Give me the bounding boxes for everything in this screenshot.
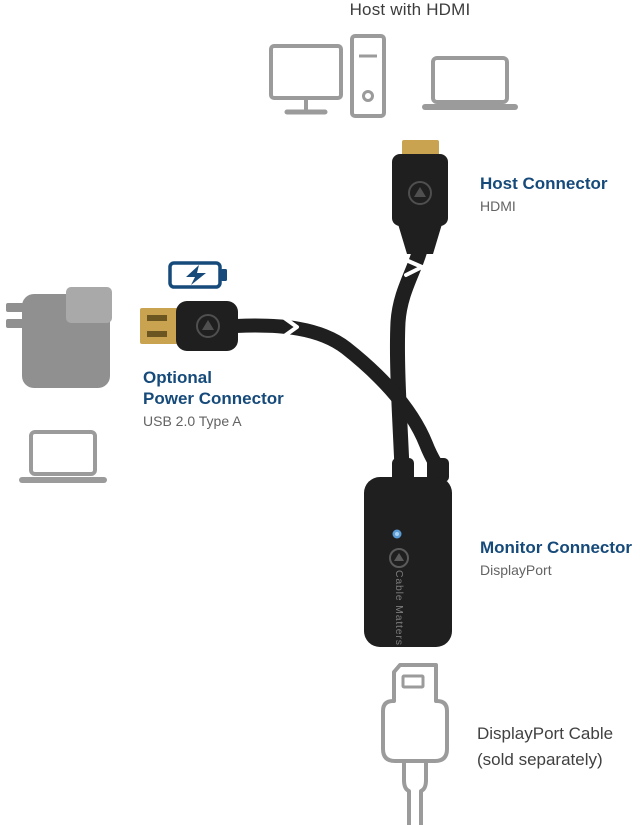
- brand-logo-icon: [196, 314, 220, 338]
- host-connector-label: Host Connector: [480, 174, 608, 193]
- cable-flex-highlight: [404, 258, 424, 277]
- desktop-computer-icon: [269, 44, 343, 115]
- hdmi-cable: [389, 242, 428, 476]
- computer-tower-icon: [350, 34, 386, 118]
- lightning-bolt-icon: [186, 265, 206, 285]
- host-connector-label-group: Host Connector HDMI: [480, 173, 608, 215]
- power-connector-label-line1: Optional: [143, 368, 212, 387]
- brand-logo-icon: [389, 548, 409, 568]
- diagram-title: Host with HDMI: [349, 0, 471, 19]
- brand-name-text: Cable Matters: [393, 570, 405, 646]
- displayport-cable-label-group: DisplayPort Cable (sold separately): [477, 721, 613, 773]
- monitor-connector-label-group: Monitor Connector DisplayPort: [480, 537, 632, 579]
- battery-power-icon: [168, 261, 227, 289]
- usb-cable: [229, 315, 445, 475]
- usb-plug-icon: [140, 301, 238, 351]
- host-connector-sublabel: HDMI: [480, 198, 516, 214]
- power-adapter-icon: [6, 287, 112, 388]
- brand-logo-icon: [408, 181, 432, 205]
- power-connector-sublabel: USB 2.0 Type A: [143, 413, 242, 429]
- displayport-cable-label: DisplayPort Cable: [477, 724, 614, 743]
- laptop-icon: [422, 56, 518, 110]
- cable-flex-highlight: [281, 315, 299, 339]
- monitor-connector-sublabel: DisplayPort: [480, 562, 552, 578]
- monitor-connector-label: Monitor Connector: [480, 538, 633, 557]
- hdmi-plug-icon: [392, 140, 448, 254]
- power-connector-label-line2: Power Connector: [143, 389, 284, 408]
- adapter-body: [364, 458, 452, 647]
- power-connector-label-group: Optional Power Connector USB 2.0 Type A: [143, 367, 284, 430]
- displayport-plug-icon: [381, 663, 449, 825]
- laptop-icon: [19, 430, 107, 483]
- displayport-cable-sublabel: (sold separately): [477, 750, 603, 769]
